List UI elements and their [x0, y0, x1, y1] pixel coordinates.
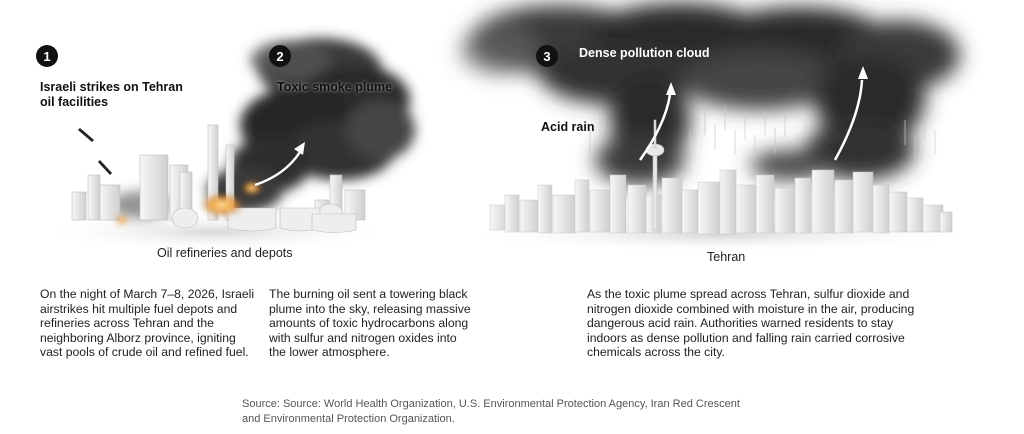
- source-note: Source: Source: World Health Organizatio…: [242, 398, 740, 425]
- paragraph-2: The burning oil sent a towering black pl…: [269, 287, 471, 360]
- paragraph-3: As the toxic plume spread across Tehran,…: [587, 287, 915, 360]
- city-scene: [460, 3, 980, 253]
- plume-arrow: [254, 151, 302, 187]
- step-1-title: Israeli strikes on Tehran oil facilities: [40, 80, 183, 109]
- fire: [116, 181, 262, 225]
- cloud-arrows: [638, 79, 864, 161]
- step-2-badge: 2: [269, 45, 291, 67]
- acid-rain-label: Acid rain: [541, 120, 595, 134]
- refinery-scene: [35, 38, 415, 252]
- acid-rain-streaks: [589, 105, 936, 160]
- city-label: Tehran: [707, 250, 746, 264]
- illustration: [35, 3, 980, 253]
- paragraph-1: On the night of March 7–8, 2026, Israeli…: [40, 287, 255, 360]
- milad-tower: [645, 119, 665, 231]
- refineries-label: Oil refineries and depots: [157, 246, 293, 260]
- pollution-cloud: [460, 3, 960, 185]
- missile-icons: [78, 128, 112, 175]
- step-1-badge: 1: [36, 45, 58, 67]
- step-2-title: Toxic smoke plume: [277, 80, 393, 94]
- step-3-title: Dense pollution cloud: [579, 46, 710, 60]
- step-3-badge: 3: [536, 45, 558, 67]
